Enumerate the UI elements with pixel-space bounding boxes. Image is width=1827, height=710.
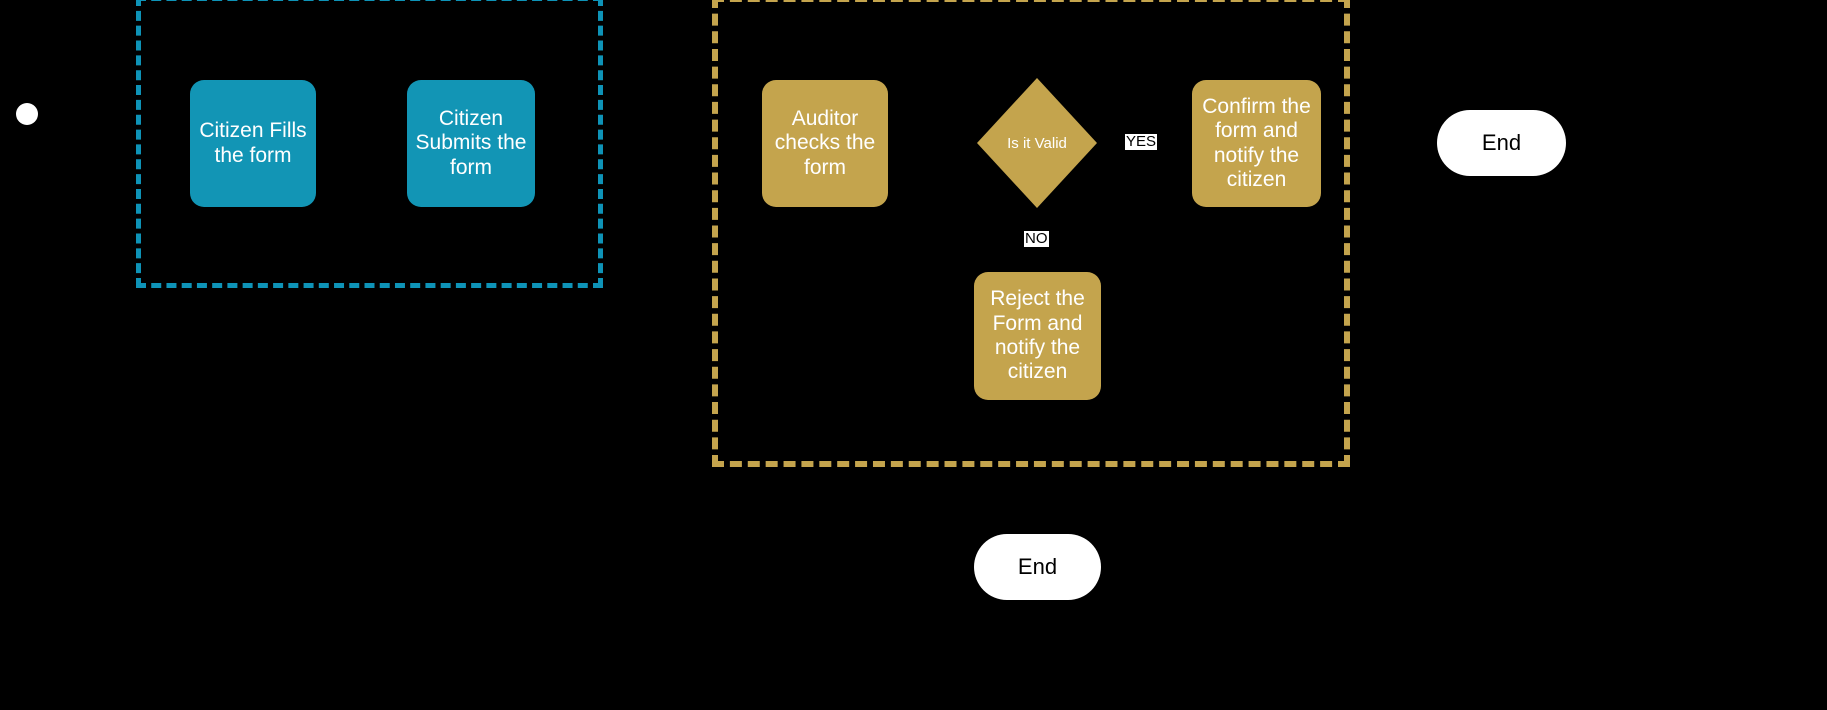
node-auditor-checks-form[interactable]: Auditor checks the form [762, 80, 888, 207]
node-end-right[interactable]: End [1437, 110, 1566, 176]
decision-label: Is it Valid [1007, 134, 1067, 152]
auditor-lane-group [712, 0, 1350, 467]
edge-label-no: NO [1024, 230, 1049, 247]
node-end-bottom[interactable]: End [974, 534, 1101, 600]
citizen-lane-group [136, 0, 603, 288]
start-marker[interactable] [16, 103, 38, 125]
node-confirm-form[interactable]: Confirm the form and notify the citizen [1192, 80, 1321, 207]
edge-label-yes: YES [1125, 133, 1158, 150]
node-reject-form[interactable]: Reject the Form and notify the citizen [974, 272, 1101, 400]
node-citizen-fills-form[interactable]: Citizen Fills the form [190, 80, 316, 207]
node-citizen-submits-form[interactable]: Citizen Submits the form [407, 80, 535, 207]
node-is-it-valid[interactable]: Is it Valid [977, 78, 1097, 208]
